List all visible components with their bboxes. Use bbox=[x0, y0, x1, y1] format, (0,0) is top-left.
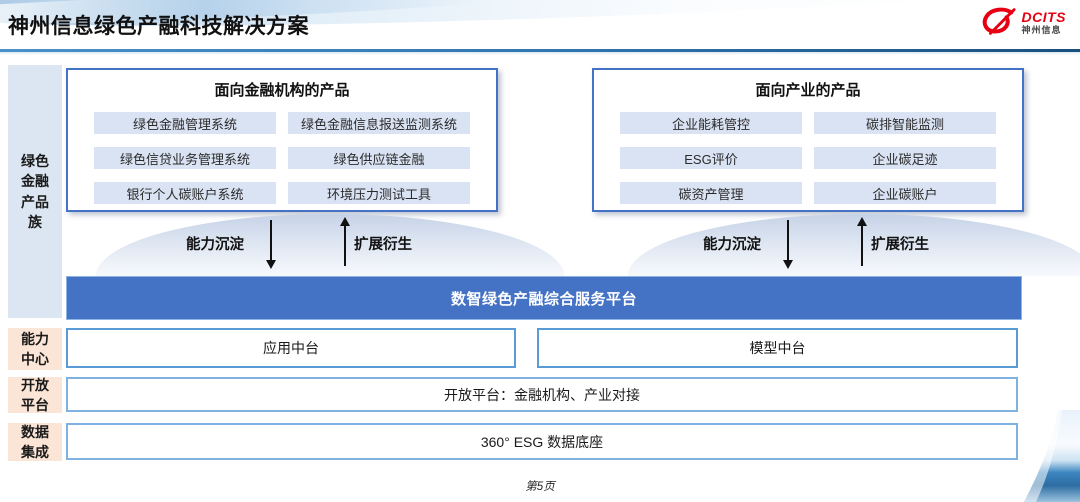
sidebar-label-capability-center: 能力中心 bbox=[8, 328, 62, 370]
product-chip: 绿色金融信息报送监测系统 bbox=[288, 112, 470, 134]
header: 神州信息绿色产融科技解决方案 bbox=[0, 0, 1080, 53]
product-chip: 企业能耗管控 bbox=[620, 112, 802, 134]
product-box-title: 面向金融机构的产品 bbox=[214, 82, 350, 99]
sidebar-label-open-platform: 开放平台 bbox=[8, 377, 62, 413]
logo-text: DCITS 神州信息 bbox=[1022, 10, 1067, 35]
sidebar-label-data-integration: 数据集成 bbox=[8, 423, 62, 461]
application-platform-box: 应用中台 bbox=[66, 328, 516, 368]
flow-up-label: 扩展衍生 bbox=[871, 236, 929, 253]
product-chip: 银行个人碳账户系统 bbox=[94, 182, 276, 204]
arrow-up-icon bbox=[340, 217, 350, 266]
sidebar-label-text: 数据集成 bbox=[21, 423, 49, 460]
flow-group-right: 能力沉淀 扩展衍生 bbox=[703, 215, 929, 271]
product-box-title: 面向产业的产品 bbox=[755, 82, 861, 99]
flow-down-label: 能力沉淀 bbox=[703, 236, 761, 253]
product-chip: ESG评价 bbox=[620, 147, 802, 169]
product-box-financial: 面向金融机构的产品 绿色金融管理系统 绿色金融信息报送监测系统 绿色信贷业务管理… bbox=[66, 68, 498, 212]
sidebar-label-text: 开放平台 bbox=[21, 376, 49, 413]
corner-swoosh-decoration bbox=[1024, 410, 1080, 502]
company-logo: DCITS 神州信息 bbox=[979, 7, 1067, 37]
product-chip: 环境压力测试工具 bbox=[288, 182, 470, 204]
product-chip: 绿色金融管理系统 bbox=[94, 112, 276, 134]
header-divider-glow bbox=[0, 52, 1080, 55]
product-chip: 绿色供应链金融 bbox=[288, 147, 470, 169]
logo-swirl-icon bbox=[982, 7, 1016, 35]
product-grid: 绿色金融管理系统 绿色金融信息报送监测系统 绿色信贷业务管理系统 绿色供应链金融… bbox=[68, 100, 496, 204]
platform-banner: 数智绿色产融综合服务平台 bbox=[66, 276, 1022, 320]
flow-down-label: 能力沉淀 bbox=[186, 236, 244, 253]
product-chip: 绿色信贷业务管理系统 bbox=[94, 147, 276, 169]
sidebar-label-product-family: 绿色金融产品族 bbox=[8, 65, 62, 318]
product-grid: 企业能耗管控 碳排智能监测 ESG评价 企业碳足迹 碳资产管理 企业碳账户 bbox=[594, 100, 1022, 204]
logo-brand: DCITS bbox=[1021, 8, 1066, 25]
arrow-down-icon bbox=[266, 220, 276, 269]
model-platform-box: 模型中台 bbox=[537, 328, 1018, 368]
product-chip: 碳排智能监测 bbox=[814, 112, 996, 134]
esg-data-base-row: 360° ESG 数据底座 bbox=[66, 423, 1018, 460]
page-number: 第5页 bbox=[525, 481, 555, 493]
arrow-up-icon bbox=[857, 217, 867, 266]
flow-up-label: 扩展衍生 bbox=[354, 236, 412, 253]
product-chip: 企业碳账户 bbox=[814, 182, 996, 204]
arrow-down-icon bbox=[783, 220, 793, 269]
logo-brand-cn: 神州信息 bbox=[1021, 24, 1062, 35]
flow-group-left: 能力沉淀 扩展衍生 bbox=[186, 215, 412, 271]
open-platform-row: 开放平台：金融机构、产业对接 bbox=[66, 377, 1018, 412]
page-title: 神州信息绿色产融科技解决方案 bbox=[8, 15, 309, 38]
sidebar-label-text: 绿色金融产品族 bbox=[21, 152, 49, 230]
sidebar-label-text: 能力中心 bbox=[21, 330, 49, 367]
product-chip: 碳资产管理 bbox=[620, 182, 802, 204]
header-divider bbox=[0, 49, 1080, 52]
product-chip: 企业碳足迹 bbox=[814, 147, 996, 169]
product-box-industry: 面向产业的产品 企业能耗管控 碳排智能监测 ESG评价 企业碳足迹 碳资产管理 … bbox=[592, 68, 1024, 212]
